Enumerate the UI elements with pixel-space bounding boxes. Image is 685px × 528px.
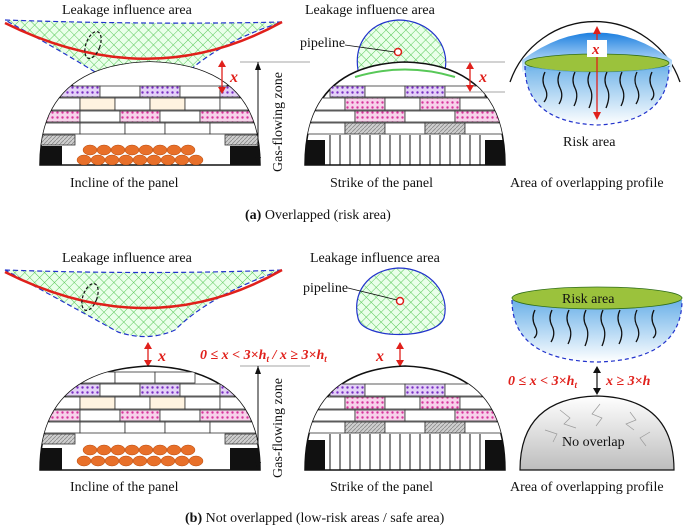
risk-label-b: Risk area xyxy=(562,292,615,307)
panel-a: x Gas-flowing zone xyxy=(4,3,681,223)
profile-risk-a: x xyxy=(509,21,681,126)
svg-text:x: x xyxy=(478,69,487,86)
dome-strike-b xyxy=(304,365,506,471)
dome-incline-b xyxy=(39,365,261,471)
caption-a: (a) Overlapped (risk area) xyxy=(245,208,391,223)
incline-label-b: Incline of the panel xyxy=(70,480,179,495)
x-marker-b-left: x xyxy=(144,342,166,367)
svg-text:x: x xyxy=(375,348,384,365)
pipeline-cross-section-a xyxy=(393,47,403,57)
leakage-label-a-mid: Leakage influence area xyxy=(305,3,436,18)
condition-label-b2-right: x ≥ 3×h xyxy=(605,374,651,389)
pipeline-label-a: pipeline xyxy=(300,36,345,51)
x-marker-a-left: x xyxy=(218,60,238,94)
pipeline-label-b: pipeline xyxy=(303,281,348,296)
leakage-lens-left-b xyxy=(4,268,283,338)
condition-label-b2-left: 0 ≤ x < 3×ht xyxy=(508,374,577,390)
dome-strike-a xyxy=(304,61,506,166)
pipeline-lens-b xyxy=(347,267,446,335)
condition-label-b: 0 ≤ x < 3×ht / x ≥ 3×ht xyxy=(200,348,327,364)
leakage-label-b-mid: Leakage influence area xyxy=(310,251,441,266)
pipeline-section-marker xyxy=(84,31,102,59)
leakage-lens-left-a xyxy=(4,19,283,92)
dome-incline-a xyxy=(39,61,261,166)
profile-label-a: Area of overlapping profile xyxy=(510,176,664,191)
gas-zone-label-b: Gas-flowing zone xyxy=(271,378,286,478)
incline-label-a: Incline of the panel xyxy=(70,176,179,191)
leakage-label-a-left: Leakage influence area xyxy=(62,3,193,18)
panel-b: x 0 ≤ x < 3×ht / x ≥ 3×ht xyxy=(4,251,683,526)
gob-rocks-a xyxy=(76,144,204,165)
pipeline-curve-left-b xyxy=(4,268,283,310)
svg-text:x: x xyxy=(229,69,238,86)
no-overlap-label: No overlap xyxy=(562,435,625,450)
risk-label-a: Risk area xyxy=(563,135,616,150)
pipeline-cross-section-b xyxy=(395,296,405,306)
gob-rocks-b xyxy=(76,444,204,467)
caption-b: (b) Not overlapped (low-risk areas / saf… xyxy=(185,511,445,526)
gas-zone-bracket-a: Gas-flowing zone xyxy=(240,61,310,172)
strike-label-b: Strike of the panel xyxy=(330,480,433,495)
gas-zone-label-a: Gas-flowing zone xyxy=(271,72,286,172)
x-marker-b-mid: x xyxy=(375,342,404,367)
profile-no-overlap-b: No overlap xyxy=(519,395,675,471)
svg-text:x: x xyxy=(157,348,166,365)
pipeline-curve-left-a xyxy=(4,20,283,60)
x-marker-a-mid: x xyxy=(445,61,505,93)
gas-zone-bracket-b: Gas-flowing zone xyxy=(240,365,310,478)
strike-label-a: Strike of the panel xyxy=(330,176,433,191)
leakage-label-b-left: Leakage influence area xyxy=(62,251,193,266)
gap-arrow-b xyxy=(593,366,601,395)
profile-risk-b: Risk area xyxy=(511,286,683,363)
profile-label-b: Area of overlapping profile xyxy=(510,480,664,495)
svg-text:x: x xyxy=(591,42,600,58)
